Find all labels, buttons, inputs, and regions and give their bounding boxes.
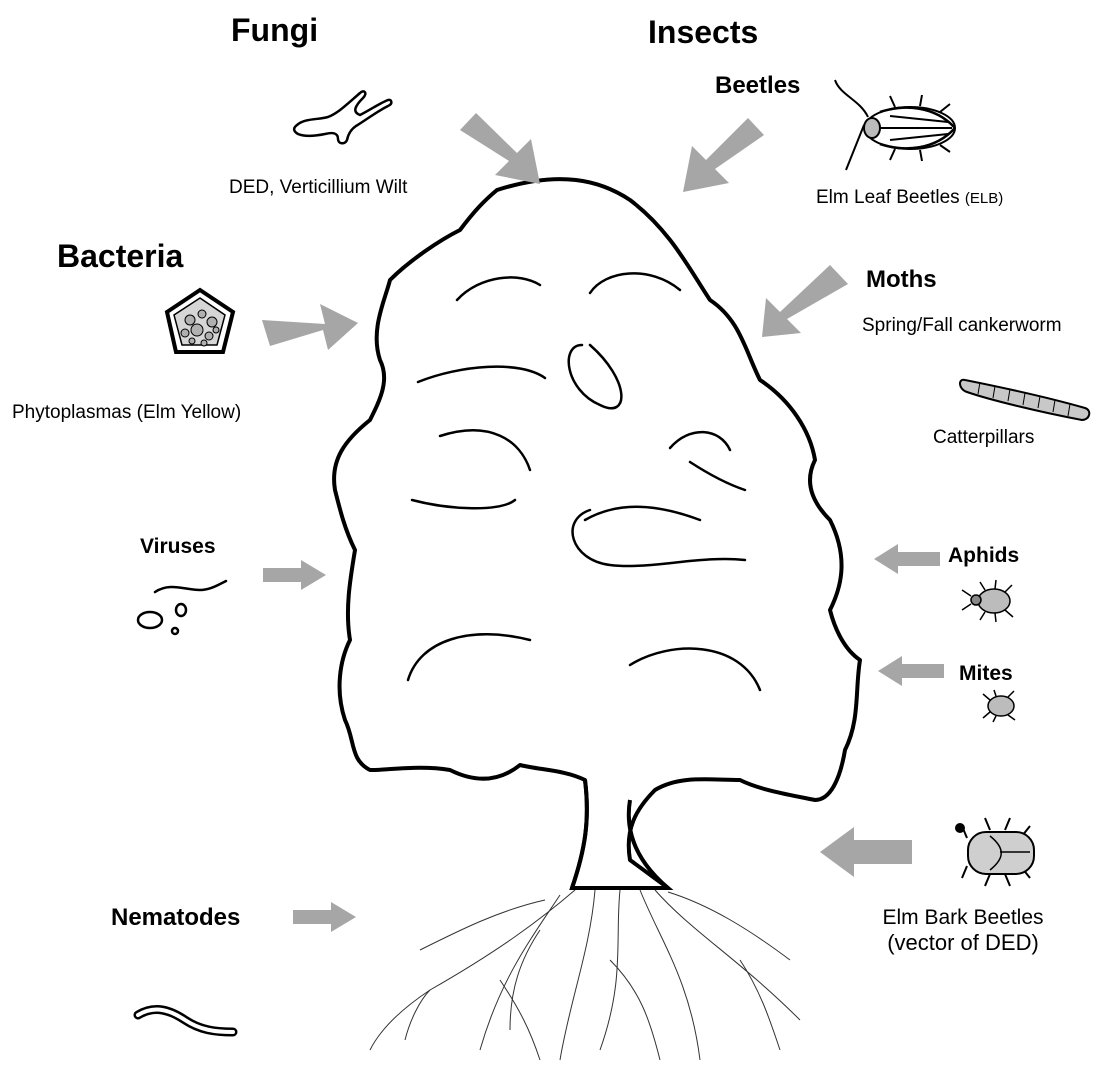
arrow-mites: [878, 656, 944, 686]
caption-moths: Spring/Fall cankerworm: [862, 316, 1062, 335]
heading-aphids: Aphids: [948, 545, 1019, 566]
aphid-icon: [962, 580, 1013, 622]
caption-elb-abbr: (ELB): [965, 190, 1003, 207]
caption-bacteria: Phytoplasmas (Elm Yellow): [12, 403, 241, 422]
arrow-moths: [762, 265, 848, 337]
canopy-squiggles: [408, 273, 760, 690]
arrow-viruses: [263, 560, 326, 590]
heading-fungi: Fungi: [231, 14, 318, 46]
nematode-worm-icon: [138, 1010, 233, 1032]
heading-nematodes: Nematodes: [111, 906, 240, 930]
elm-bark-beetle-icon: [956, 818, 1034, 886]
elm-leaf-beetle-icon: [835, 80, 955, 170]
mite-icon: [983, 690, 1015, 722]
caption-elm-bark-beetles: Elm Bark Beetles (vector of DED): [873, 906, 1053, 955]
tree-roots: [370, 890, 800, 1060]
caption-elm-leaf-beetles-text: Elm Leaf Beetles: [816, 187, 965, 208]
heading-bacteria: Bacteria: [57, 240, 183, 272]
caption-bark-beetles-line2: (vector of DED): [873, 930, 1053, 955]
heading-mites: Mites: [959, 663, 1013, 684]
arrows: [262, 113, 944, 932]
heading-moths: Moths: [866, 268, 937, 292]
fungus-icon: [294, 91, 391, 143]
virus-icon: [138, 581, 226, 634]
arrow-bacteria: [262, 304, 358, 350]
caption-bark-beetles-line1: Elm Bark Beetles: [873, 906, 1053, 930]
tree-trunk: [572, 780, 668, 888]
arrow-fungi: [460, 113, 540, 184]
caption-elm-leaf-beetles: Elm Leaf Beetles (ELB): [816, 188, 1003, 207]
heading-insects: Insects: [648, 16, 758, 48]
caption-caterpillars: Catterpillars: [933, 428, 1034, 447]
caption-fungi: DED, Verticillium Wilt: [229, 178, 407, 197]
arrow-beetles: [683, 118, 764, 192]
arrow-nematodes: [293, 902, 356, 932]
arrow-aphids: [874, 544, 940, 574]
caterpillar-icon: [960, 380, 1089, 420]
bacteria-cell-icon: [167, 290, 233, 352]
arrow-bark-beetles: [820, 827, 912, 877]
heading-viruses: Viruses: [140, 536, 216, 557]
heading-beetles: Beetles: [715, 74, 800, 98]
